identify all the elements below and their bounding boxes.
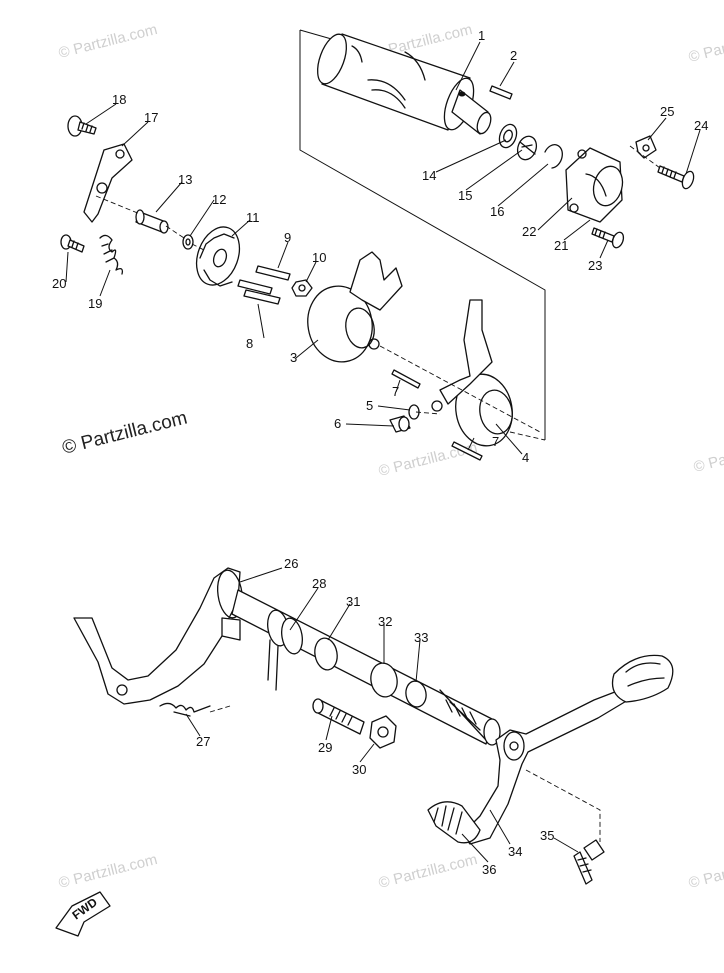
part-number-label: 6 bbox=[334, 416, 341, 431]
segment-part-11 bbox=[195, 226, 241, 287]
shift-fork-part-3 bbox=[307, 251, 403, 363]
shift-fork-part-4 bbox=[431, 299, 513, 447]
part-number-label: 10 bbox=[312, 250, 326, 265]
bolt-part-29 bbox=[312, 698, 365, 735]
part-number-label: 27 bbox=[196, 734, 210, 749]
part-number-label: 36 bbox=[482, 862, 496, 877]
part-number-label: 5 bbox=[366, 398, 373, 413]
part-number-label: 23 bbox=[588, 258, 602, 273]
shift-drum-part-1 bbox=[316, 33, 492, 135]
part-number-label: 29 bbox=[318, 740, 332, 755]
callouts: 1 2 3 4 5 6 7 7 8 9 10 11 12 13 14 15 16… bbox=[52, 28, 708, 877]
watermark: © Partzilla.com bbox=[57, 851, 159, 892]
part-number-label: 34 bbox=[508, 844, 522, 859]
roller-part-6 bbox=[389, 415, 411, 433]
part-number-label: 8 bbox=[246, 336, 253, 351]
part-number-label: 20 bbox=[52, 276, 66, 291]
part-number-label: 26 bbox=[284, 556, 298, 571]
shift-shaft-arm-part-26 bbox=[73, 567, 243, 705]
collar-part-32 bbox=[370, 662, 398, 698]
watermark: © Partzilla.com bbox=[57, 21, 159, 62]
part-number-label: 22 bbox=[522, 224, 536, 239]
watermark-main: © Partzilla.com bbox=[60, 408, 189, 459]
part-number-label: 3 bbox=[290, 350, 297, 365]
fwd-arrow-icon: FWD bbox=[55, 891, 111, 937]
upper-axis-lines bbox=[95, 145, 661, 441]
part-number-label: 19 bbox=[88, 296, 102, 311]
part-number-label: 31 bbox=[346, 594, 360, 609]
part-number-label: 24 bbox=[694, 118, 708, 133]
screw-part-23 bbox=[591, 227, 625, 249]
cotter-pins-part-7 bbox=[391, 369, 483, 461]
nut-part-10 bbox=[291, 279, 313, 297]
lever-plate-part-17 bbox=[83, 143, 133, 223]
watermark: © Partzilla.com bbox=[377, 851, 479, 892]
lower-axis-lines bbox=[209, 705, 601, 842]
part-number-label: 15 bbox=[458, 188, 472, 203]
watermark: © Partzilla.com bbox=[692, 435, 724, 476]
part-number-label: 30 bbox=[352, 762, 366, 777]
part-number-label: 25 bbox=[660, 104, 674, 119]
part-number-label: 28 bbox=[312, 576, 326, 591]
washers-part-28 bbox=[267, 609, 303, 691]
clip-part-25 bbox=[635, 135, 657, 159]
collar-part-33 bbox=[405, 680, 427, 708]
collar-part-13 bbox=[135, 209, 169, 234]
washers-14-15-16 bbox=[498, 123, 563, 169]
pin-part-2 bbox=[489, 85, 513, 100]
part-number-label: 17 bbox=[144, 110, 158, 125]
spring-part-19 bbox=[99, 234, 124, 275]
part-number-label: 1 bbox=[478, 28, 485, 43]
part-number-label: 16 bbox=[490, 204, 504, 219]
washer-part-12 bbox=[182, 234, 194, 250]
shift-pedal-part-34 bbox=[461, 654, 674, 845]
part-number-label: 7 bbox=[392, 384, 399, 399]
watermark: © Partzilla.com bbox=[687, 25, 724, 66]
part-number-label: 9 bbox=[284, 230, 291, 245]
bolt-part-18 bbox=[67, 115, 97, 137]
watermark: © Partzilla.com bbox=[377, 439, 479, 480]
part-number-label: 21 bbox=[554, 238, 568, 253]
part-number-label: 18 bbox=[112, 92, 126, 107]
stopper-housing-part-21-22 bbox=[565, 147, 624, 223]
collar-part-31 bbox=[314, 637, 338, 671]
pedal-rubber-part-36 bbox=[427, 801, 481, 844]
part-number-label: 35 bbox=[540, 828, 554, 843]
spring-part-27 bbox=[159, 702, 211, 717]
part-number-label: 7 bbox=[492, 434, 499, 449]
bolt-part-35 bbox=[573, 839, 605, 885]
part-number-label: 12 bbox=[212, 192, 226, 207]
part-number-label: 33 bbox=[414, 630, 428, 645]
part-number-label: 11 bbox=[246, 210, 260, 225]
part-number-label: 4 bbox=[522, 450, 529, 465]
bolt-part-20 bbox=[60, 234, 85, 253]
part-number-label: 32 bbox=[378, 614, 392, 629]
watermark-layer: © Partzilla.com © Partzilla.com © Partzi… bbox=[57, 21, 724, 892]
upper-bracket-lines bbox=[299, 29, 546, 440]
part-number-label: 14 bbox=[422, 168, 436, 183]
part-number-label: 13 bbox=[178, 172, 192, 187]
part-number-label: 2 bbox=[510, 48, 517, 63]
rods-part-8-9 bbox=[237, 265, 291, 305]
screw-part-24 bbox=[657, 165, 695, 190]
watermark: © Partzilla.com bbox=[687, 851, 724, 892]
nut-part-30 bbox=[369, 715, 397, 749]
